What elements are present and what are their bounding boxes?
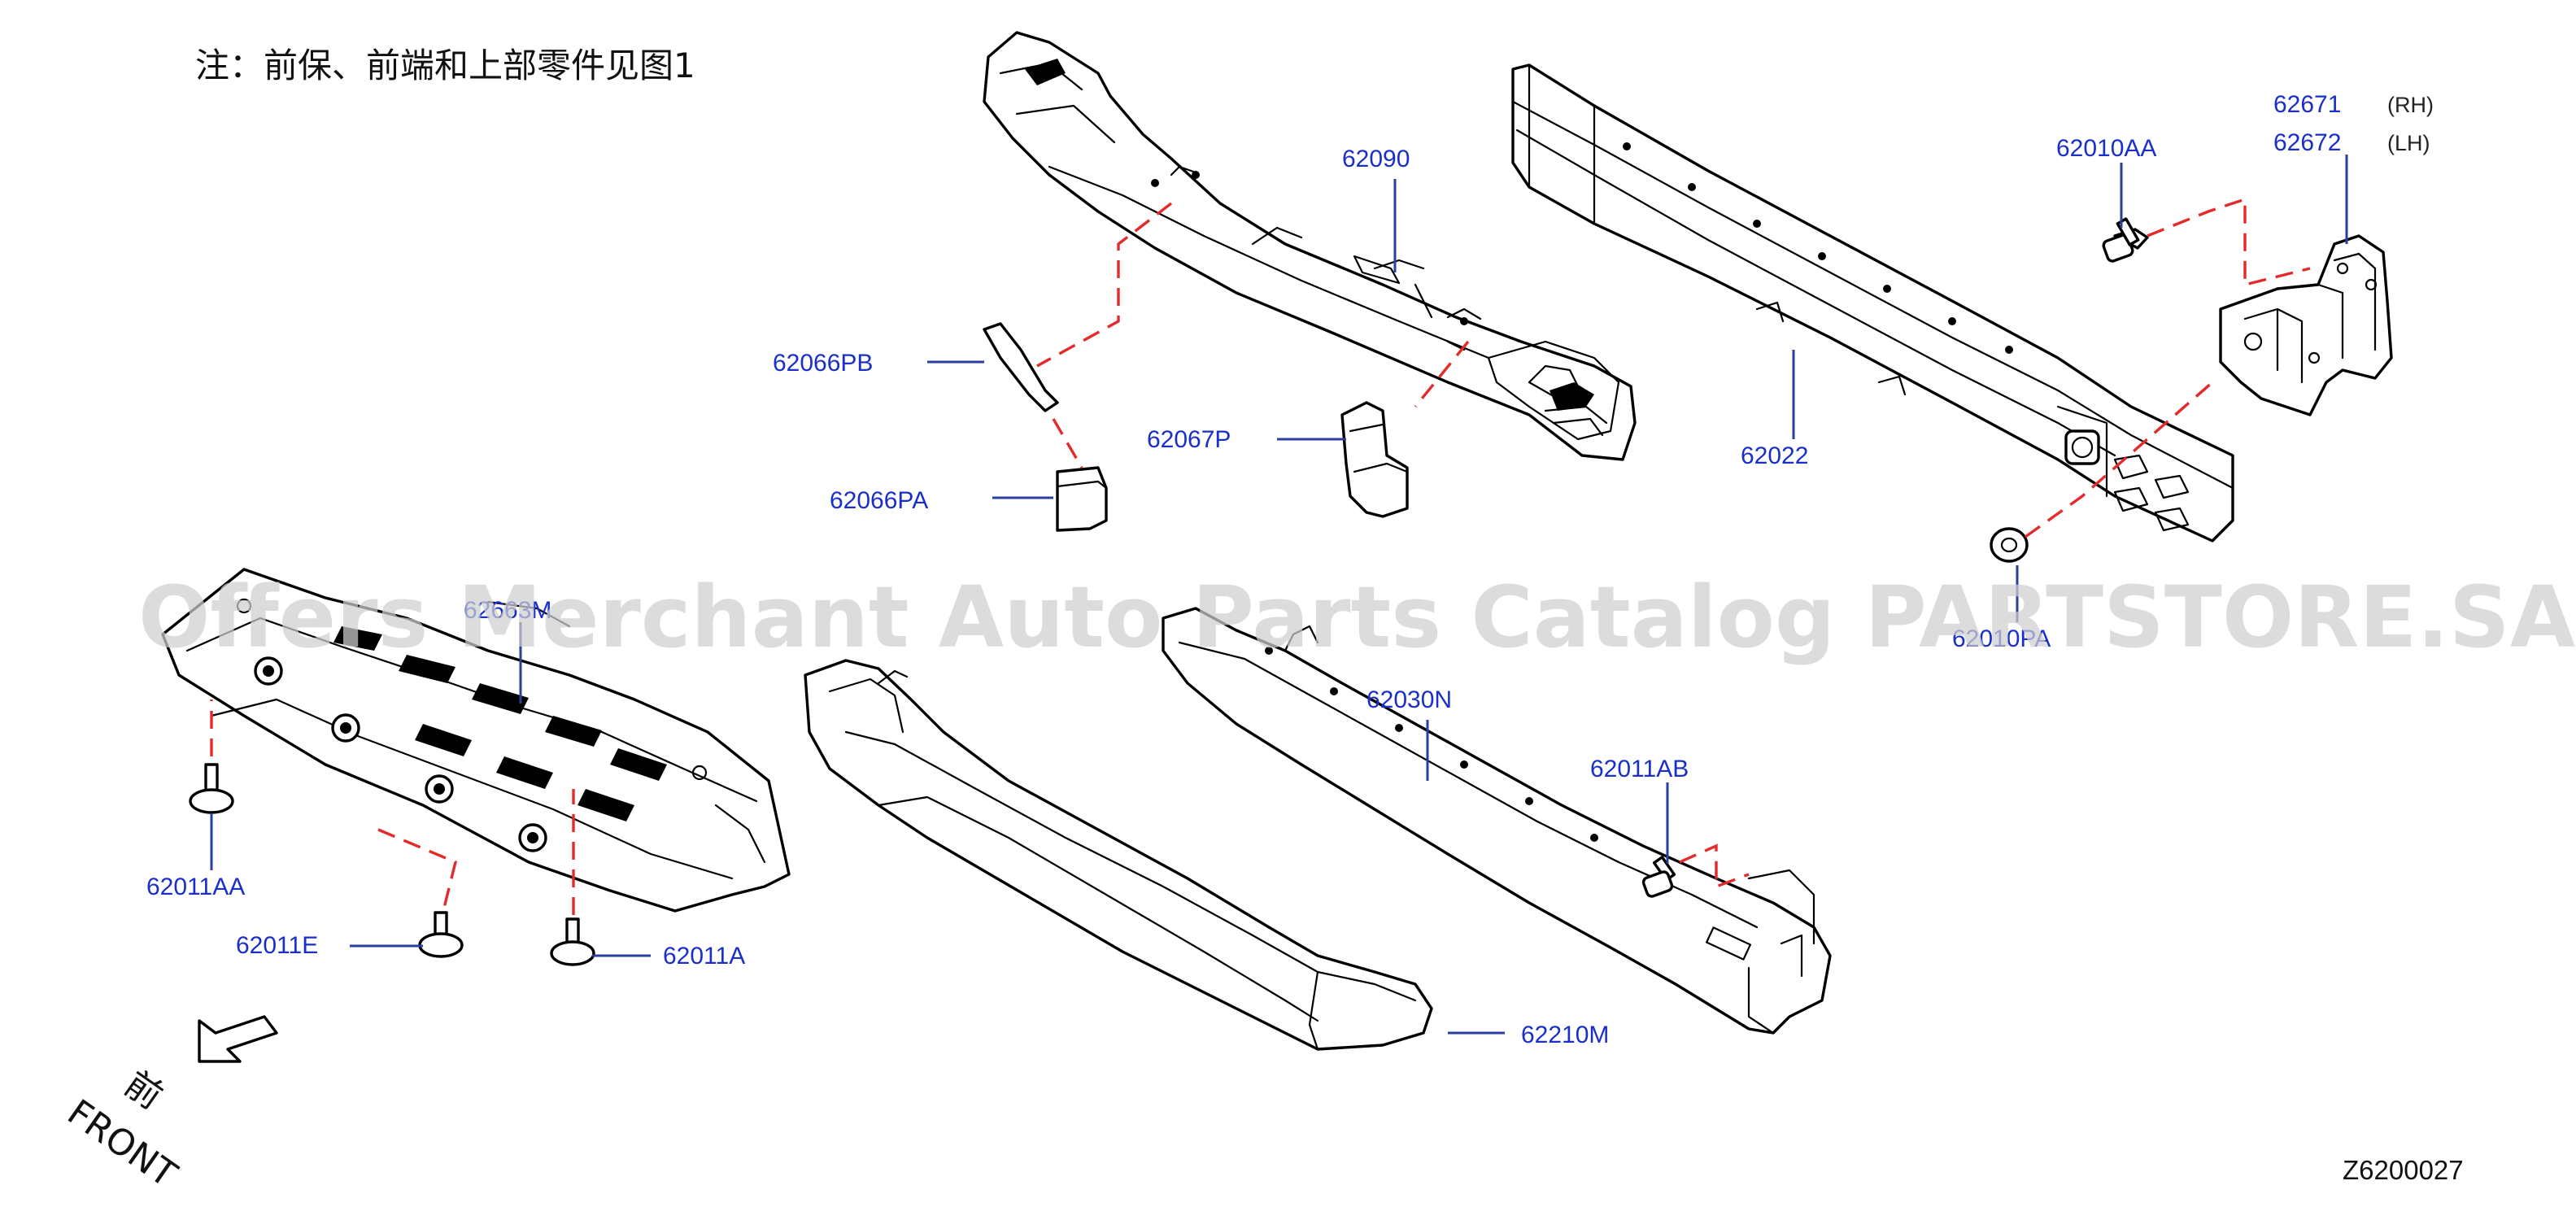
clip-62011AA[interactable] [189, 763, 234, 814]
part-62066PA-block[interactable] [1056, 466, 1108, 532]
bolt-62010AA[interactable] [2102, 217, 2149, 263]
diagram-note: 注：前保、前端和上部零件见图1 [195, 46, 695, 85]
watermark-text: Offers Merchant Auto Parts Catalog PARTS… [138, 568, 2575, 667]
label-62671[interactable]: 62671 [2273, 91, 2341, 118]
label-62010AA[interactable]: 62010AA [2056, 135, 2156, 162]
label-62663M[interactable]: 62663M [464, 597, 551, 624]
part-62030N-lower-beam[interactable] [1162, 607, 1832, 1035]
label-62066PB[interactable]: 62066PB [773, 350, 873, 377]
label-62011E[interactable]: 62011E [236, 932, 318, 959]
part-62022-reinforcement[interactable] [1511, 63, 2234, 542]
assembly-lines [210, 197, 2311, 915]
label-62210M[interactable]: 62210M [1521, 1022, 1609, 1048]
label-62011A[interactable]: 62011A [663, 943, 745, 970]
clip-62011A[interactable] [550, 917, 595, 966]
part-62090-upper-beam[interactable] [983, 31, 1637, 461]
leader-lines [210, 155, 2348, 1035]
diagram-code: Z6200027 [2343, 1155, 2464, 1185]
part-62067P-bracket[interactable] [1340, 401, 1409, 518]
front-arrow-icon [198, 1015, 278, 1063]
label-62030N[interactable]: 62030N [1366, 686, 1452, 713]
clip-62011E[interactable] [418, 911, 464, 958]
bolt-62011AB[interactable] [1641, 856, 1676, 898]
label-62672[interactable]: 62672 [2273, 129, 2341, 156]
front-direction-indicator: 前 FRONT [60, 1015, 278, 1196]
part-62663M-undercover[interactable] [161, 568, 791, 913]
label-62010PA[interactable]: 62010PA [1952, 625, 2051, 652]
nut-62010PA[interactable] [1990, 527, 2029, 563]
part-62066PB-strip[interactable] [983, 322, 1059, 412]
label-lh: (LH) [2387, 131, 2430, 155]
label-rh: (RH) [2387, 93, 2434, 117]
label-62090[interactable]: 62090 [1342, 146, 1410, 172]
part-62210M-absorber[interactable] [804, 659, 1433, 1051]
label-62011AB[interactable]: 62011AB [1590, 756, 1689, 782]
front-label-cn: 前 [117, 1063, 170, 1118]
label-62066PA[interactable]: 62066PA [830, 487, 928, 514]
label-62022[interactable]: 62022 [1741, 442, 1808, 469]
label-62067P[interactable]: 62067P [1147, 426, 1231, 453]
front-label: FRONT [60, 1092, 184, 1196]
label-62011AA[interactable]: 62011AA [146, 874, 245, 900]
part-62671-62672-bracket[interactable] [2219, 234, 2393, 416]
